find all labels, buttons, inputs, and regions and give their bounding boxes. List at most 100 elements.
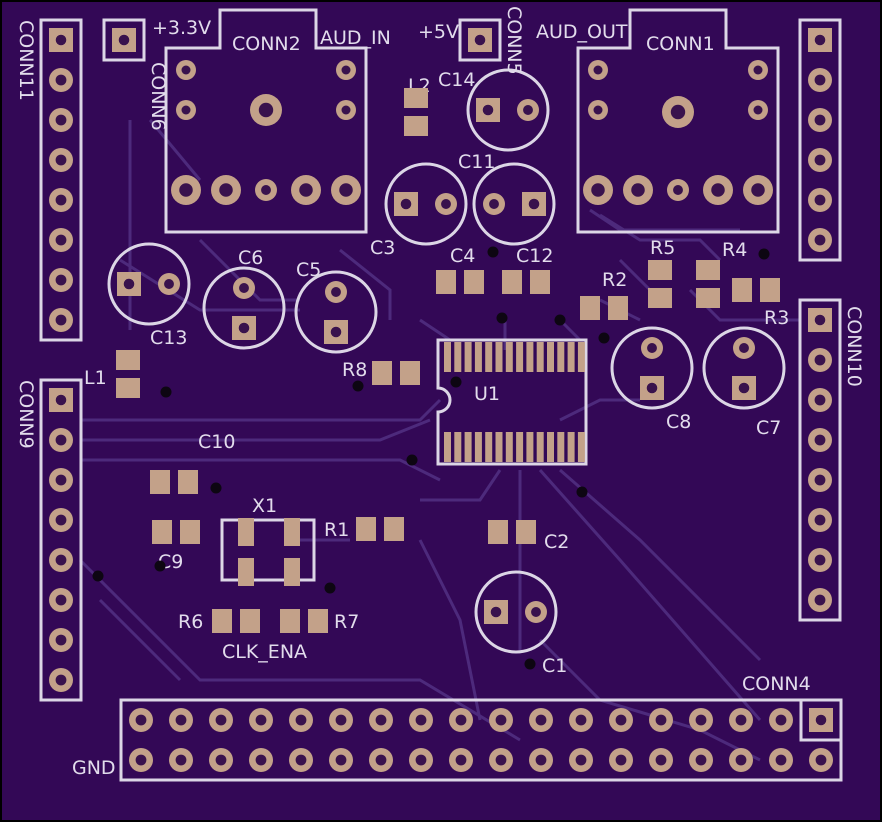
- conn4-top-pin-4-drill: [695, 714, 707, 726]
- conn4-bottom-pin-7-drill: [575, 754, 587, 766]
- c11-pad-2-drill: [489, 199, 499, 209]
- label-l1: L1: [84, 367, 107, 389]
- conn11-pin-3-drill: [55, 114, 67, 126]
- label-r2: R2: [602, 269, 627, 291]
- conn12-pin-6-drill: [814, 234, 826, 246]
- label-c4: C4: [450, 245, 475, 267]
- u1-bottom-pin-1: [444, 432, 451, 462]
- c4-pad-2: [464, 270, 484, 294]
- conn1-pin-7-drill: [631, 183, 645, 197]
- l2-pad-1: [404, 88, 428, 108]
- label-u1: U1: [474, 383, 500, 405]
- conn4-bottom-pin-10-drill: [455, 754, 467, 766]
- conn9-pin-3-drill: [55, 474, 67, 486]
- via-5: [576, 486, 588, 498]
- u1-top-pin-10: [536, 342, 544, 372]
- conn4-top-pin-8-drill: [535, 714, 547, 726]
- u1-top-pin-4: [474, 342, 482, 372]
- u1-top-pin-2: [454, 342, 462, 372]
- via-7: [352, 380, 364, 392]
- conn4-bottom-pin-1-drill: [815, 754, 827, 766]
- conn4-bottom-pin-17-drill: [175, 754, 187, 766]
- label-c6: C6: [238, 247, 263, 269]
- conn9-pin-1-drill: [55, 394, 67, 406]
- conn9-pin-5-drill: [55, 554, 67, 566]
- u1-top-pin-12: [557, 342, 565, 372]
- conn4-bottom-pin-8-drill: [535, 754, 547, 766]
- conn4-top-pin-2-drill: [775, 714, 787, 726]
- conn9-pin-8-drill: [55, 674, 67, 686]
- u1-bottom-pin-11: [547, 432, 554, 462]
- r2-pad-2: [608, 296, 628, 320]
- c9-pad-2: [180, 520, 200, 544]
- conn12-pin-2-drill: [814, 74, 826, 86]
- l2-pad-2: [404, 116, 428, 136]
- conn12-outline: [798, 18, 842, 262]
- r3-pad-1: [732, 278, 752, 302]
- u1-top-pin-11: [547, 342, 554, 372]
- conn4-top-pin-3-drill: [735, 714, 747, 726]
- r7-pad-1: [280, 609, 300, 633]
- conn2-pin-4-drill: [341, 105, 351, 115]
- r5-pad-1: [648, 260, 672, 280]
- conn12-pin-5-drill: [814, 194, 826, 206]
- c7-outline: [702, 326, 786, 410]
- c3-outline: [384, 162, 468, 246]
- conn4-pin1-outline: [799, 698, 843, 742]
- u1-outline: [436, 338, 588, 466]
- label-clk-ena: CLK_ENA: [222, 641, 307, 663]
- c2-pad-2: [516, 520, 536, 544]
- c13-pad-2-drill: [164, 279, 174, 289]
- x1-pad-3: [238, 558, 254, 586]
- via-12: [324, 582, 336, 594]
- conn9-pin-6-drill: [55, 594, 67, 606]
- label-aud-in: AUD_IN: [320, 27, 391, 49]
- via-1: [487, 246, 499, 258]
- c7-pad-2-drill: [739, 343, 749, 353]
- label-c8: C8: [666, 411, 691, 433]
- conn4-top-pin-12-drill: [375, 714, 387, 726]
- c2-pad-1: [488, 520, 508, 544]
- c6-outline: [202, 266, 286, 350]
- u1-top-pin-14: [577, 342, 585, 372]
- r8-pad-2: [400, 361, 420, 385]
- c8-outline: [610, 326, 694, 410]
- conn9-pin-2-drill: [55, 434, 67, 446]
- c11-pad-1-drill: [528, 198, 540, 210]
- r7-pad-2: [308, 609, 328, 633]
- r3-pad-2: [760, 278, 780, 302]
- u1-bottom-pin-8: [516, 432, 524, 462]
- label-r6: R6: [178, 611, 203, 633]
- conn4-bottom-pin-15-drill: [255, 754, 267, 766]
- c13-pad-1-drill: [123, 278, 135, 290]
- l1-pad-1: [116, 350, 140, 370]
- label-conn5: CONN5: [503, 6, 525, 75]
- conn1-pin-5-drill: [670, 104, 686, 120]
- label-conn11: CONN11: [15, 20, 37, 101]
- conn10-pin-7-drill: [814, 554, 826, 566]
- conn6-pin-1-drill: [118, 34, 130, 46]
- conn1-outline: [576, 8, 780, 234]
- u1-bottom-pin-4: [474, 432, 482, 462]
- conn2-outline: [164, 8, 368, 234]
- label-r3: R3: [764, 307, 789, 329]
- copper-pads: [49, 28, 833, 772]
- conn1-pin-10-drill: [751, 183, 765, 197]
- label-c2: C2: [544, 531, 569, 553]
- u1-bottom-pin-14: [577, 432, 585, 462]
- r8-pad-1: [372, 361, 392, 385]
- label-r1: R1: [324, 519, 349, 541]
- conn2-pin-2-drill: [341, 65, 351, 75]
- x1-pad-1: [238, 518, 254, 546]
- via-4: [598, 332, 610, 344]
- c8-pad-2-drill: [647, 343, 657, 353]
- conn11-pin-5-drill: [55, 194, 67, 206]
- u1-top-pin-13: [567, 342, 575, 372]
- conn2-pin-5-drill: [258, 102, 274, 118]
- label-c1: C1: [542, 655, 567, 677]
- label-c5: C5: [296, 259, 321, 281]
- conn12-pin-3-drill: [814, 114, 826, 126]
- conn4-bottom-pin-13-drill: [335, 754, 347, 766]
